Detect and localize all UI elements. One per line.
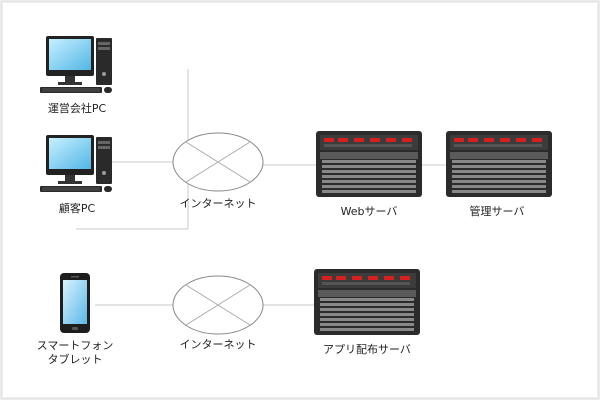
smartphone-icon: [60, 273, 90, 333]
mgmt-server-node: 管理サーバ: [446, 131, 552, 218]
customer-pc-label: 顧客PC: [59, 201, 96, 215]
server-rack-icon: [446, 131, 552, 197]
server-rack-icon: [316, 131, 422, 197]
app-server-label: アプリ配布サーバ: [323, 343, 411, 356]
web-server-label: Webサーバ: [341, 205, 398, 218]
smartphone-label-line1: スマートフォン: [37, 339, 114, 352]
web-server-node: Webサーバ: [316, 131, 422, 218]
internet-top-node: インターネット: [172, 132, 264, 210]
internet-bottom-label: インターネット: [180, 338, 257, 351]
cloud-icon: [172, 132, 264, 192]
server-rack-icon: [314, 269, 420, 335]
smartphone-node: スマートフォン タブレット: [37, 273, 114, 366]
ops-pc-node: 運営会社PC: [40, 36, 112, 115]
mgmt-server-label: 管理サーバ: [470, 204, 525, 218]
cloud-icon: [172, 275, 264, 335]
customer-pc-node: 顧客PC: [40, 135, 112, 215]
internet-bottom-node: インターネット: [172, 275, 264, 351]
app-server-node: アプリ配布サーバ: [314, 269, 420, 356]
internet-top-label: インターネット: [180, 197, 257, 210]
ops-pc-label: 運営会社PC: [48, 101, 107, 115]
smartphone-label-line2: タブレット: [48, 352, 103, 366]
